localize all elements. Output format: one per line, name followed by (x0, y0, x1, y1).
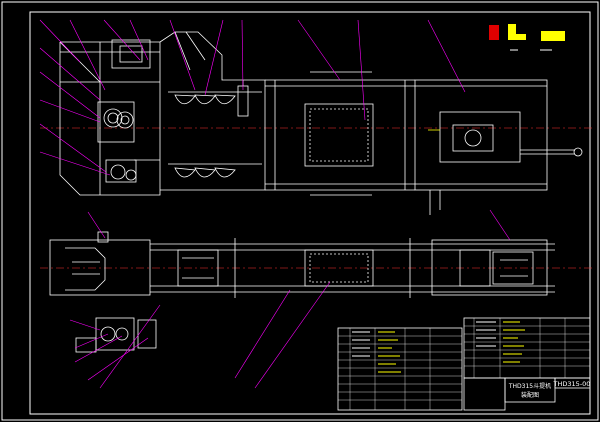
title-signature-cell (463, 377, 506, 411)
parts-table-text-marks (378, 321, 525, 373)
legend-yellow-swatch-3 (541, 31, 565, 41)
front-elevation-view (40, 31, 595, 215)
title-number-cell (554, 377, 591, 389)
legend-yellow-swatch-2 (514, 34, 526, 40)
title-block: THD315-00 THD315斗提机 装配图 (337, 317, 591, 411)
parts-table-rows (338, 318, 590, 410)
parts-table-left (337, 327, 463, 411)
drawing-name-line1: THD315斗提机 (508, 382, 551, 390)
legend-red-swatch (489, 25, 499, 40)
parts-table-right (463, 317, 591, 379)
parts-table-numbers (352, 321, 496, 357)
color-legend (489, 24, 565, 51)
drawing-number: THD315-00 (553, 380, 591, 388)
legend-yellow-swatch-1 (508, 24, 516, 40)
plan-view (40, 231, 595, 353)
drawing-name-line2: 装配图 (521, 391, 539, 399)
part-leader-lines (39, 19, 511, 389)
inner-frame (29, 11, 591, 415)
